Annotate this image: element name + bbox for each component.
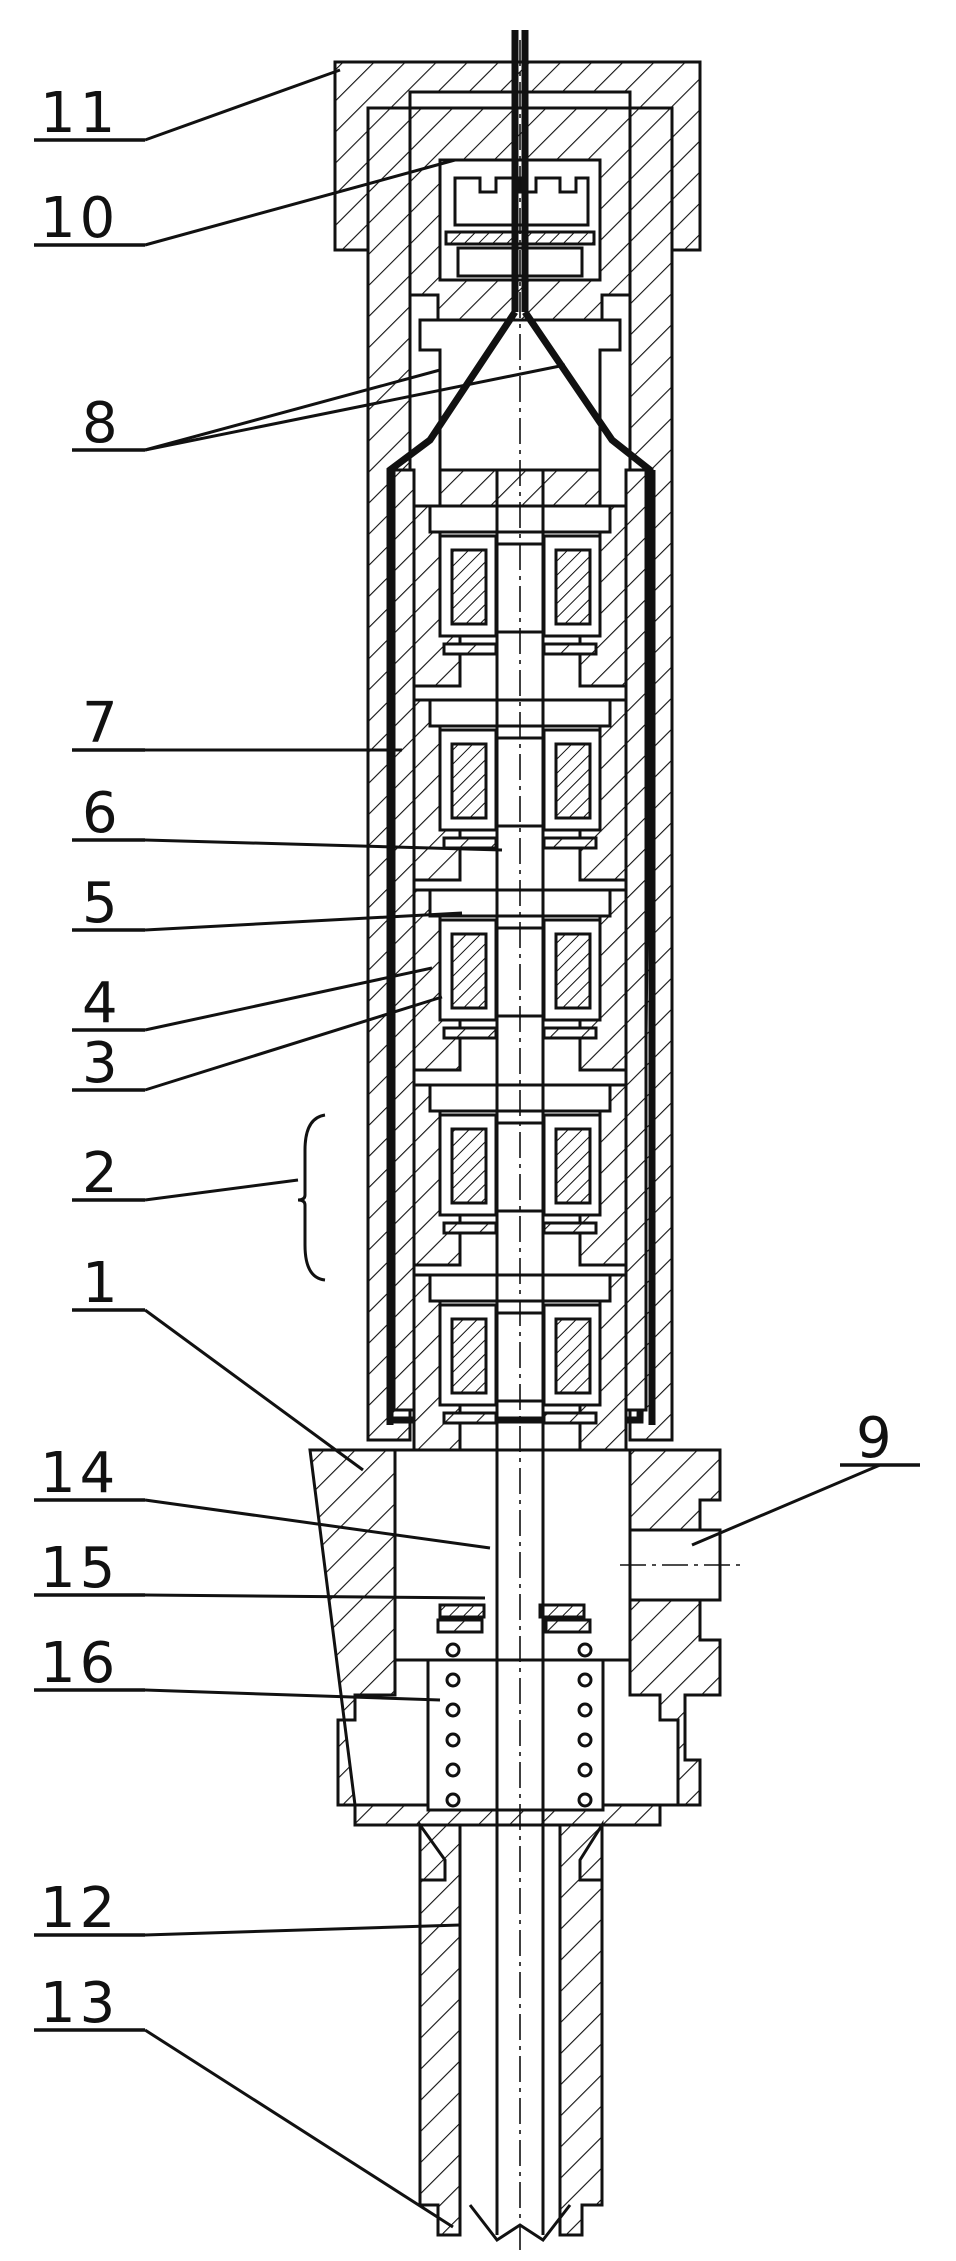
label-5: 5 (82, 871, 122, 936)
inner-sleeve (392, 468, 648, 1412)
label-4: 4 (82, 971, 122, 1036)
part-labels: 11 10 8 7 6 5 4 3 2 1 14 15 16 12 13 9 (34, 81, 920, 2036)
stage-section-4 (412, 1083, 628, 1267)
label-6: 6 (82, 781, 122, 846)
spring-coil-right (577, 1702, 593, 1718)
label-3: 3 (82, 1031, 122, 1096)
lead-wires (386, 30, 656, 1425)
central-shaft (468, 40, 572, 2255)
spring-coil-left (445, 1642, 461, 1658)
label-10: 10 (40, 186, 119, 251)
spring-coil-right (577, 1672, 593, 1688)
spring-coil-left (445, 1762, 461, 1778)
label-9: 9 (856, 1406, 896, 1471)
label-2: 2 (82, 1141, 122, 1206)
spring-coil-left (445, 1792, 461, 1808)
spring-coils (445, 1642, 593, 1808)
label-14: 14 (40, 1441, 119, 1506)
label-15: 15 (40, 1536, 119, 1601)
stage-section-1 (412, 504, 628, 688)
nozzle-tube (418, 1819, 604, 2237)
spring-assembly (436, 1603, 593, 1808)
label-13: 13 (40, 1971, 119, 2036)
spring-coil-right (577, 1732, 593, 1748)
label-11: 11 (40, 81, 119, 146)
label-16: 16 (40, 1631, 119, 1696)
bottom-body (308, 1448, 740, 1827)
label-8: 8 (82, 391, 122, 456)
spring-coil-right (577, 1792, 593, 1808)
label-12: 12 (40, 1876, 119, 1941)
spring-coil-left (445, 1702, 461, 1718)
spring-coil-left (445, 1732, 461, 1748)
spring-coil-left (445, 1672, 461, 1688)
leader-lines (144, 68, 881, 2229)
stage-section-5 (412, 1273, 628, 1457)
spring-coil-right (577, 1642, 593, 1658)
label-7: 7 (82, 691, 122, 756)
label-1: 1 (82, 1251, 122, 1316)
spring-coil-right (577, 1762, 593, 1778)
